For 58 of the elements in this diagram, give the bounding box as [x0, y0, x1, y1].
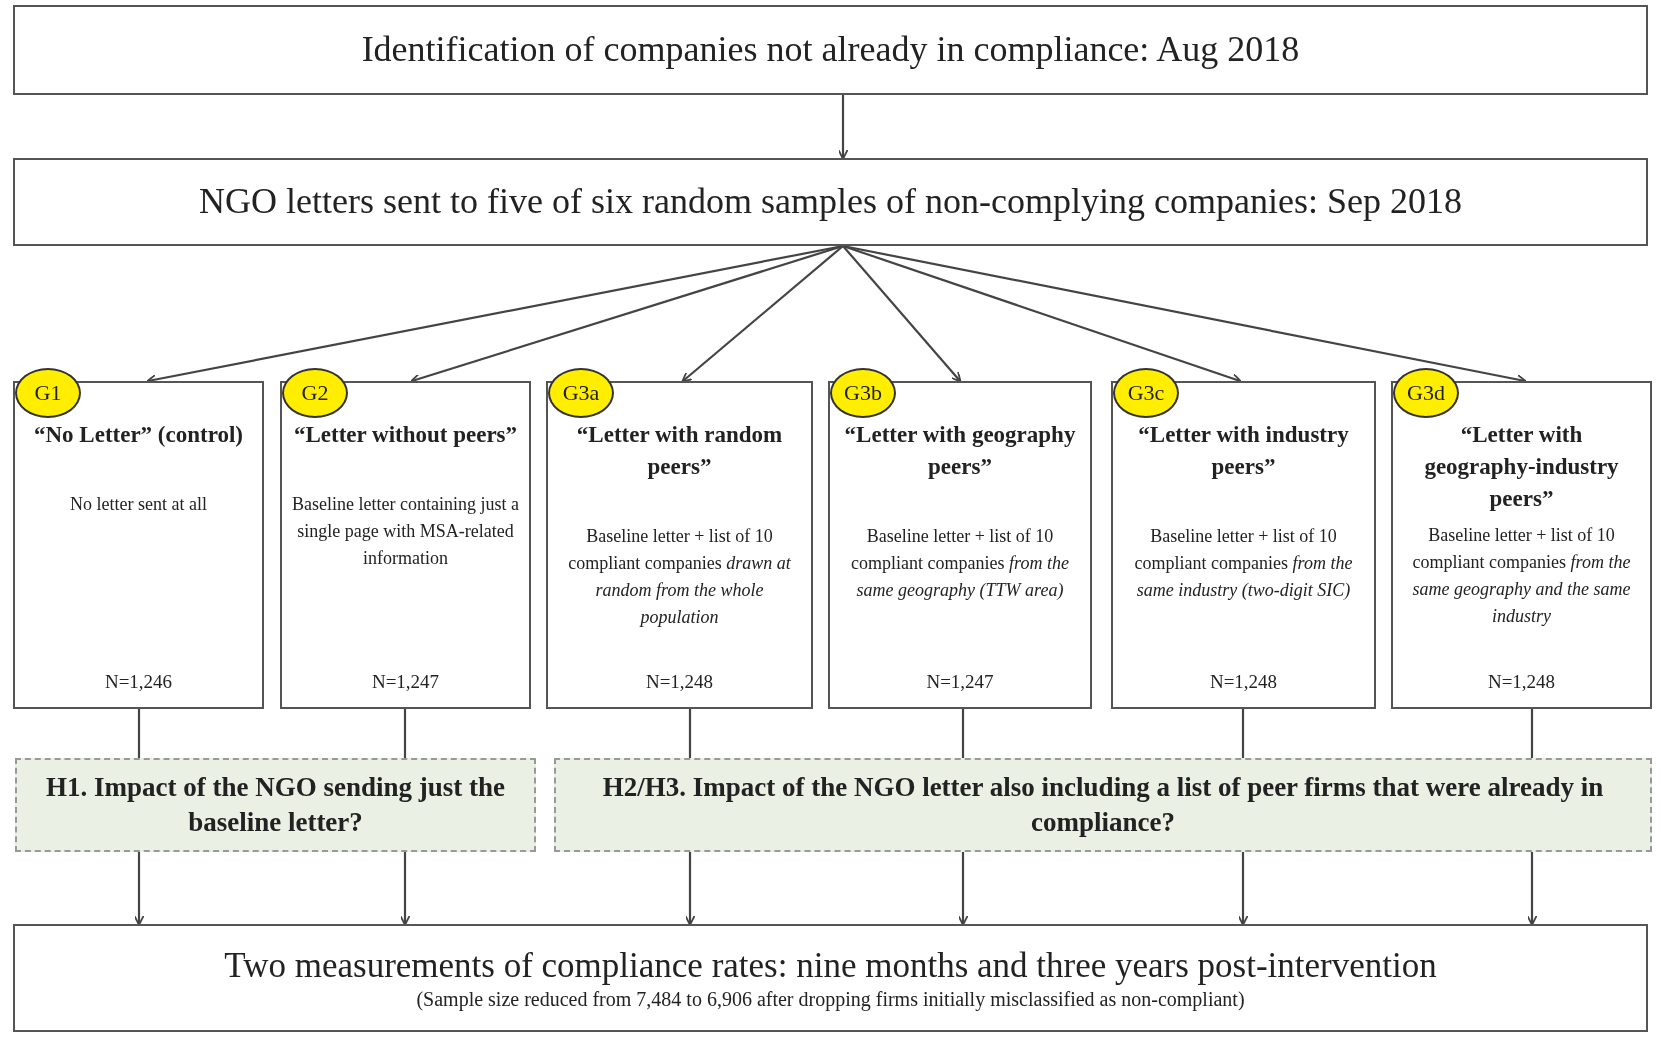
process-box: [13, 5, 1648, 95]
arrow: [957, 852, 969, 926]
arrow: [133, 852, 145, 926]
box-title: NGO letters sent to five of six random samples of non-complying companies: Sep 2018: [199, 180, 1462, 224]
outcome-note: (Sample size reduced from 7,484 to 6,906 after dropping firms initially misclassified as non-compliant): [416, 987, 1245, 1011]
arrow: [410, 244, 844, 384]
arrow: [1526, 852, 1538, 926]
treatment-box: [1111, 381, 1376, 709]
sample-size: N=1,248: [1209, 671, 1278, 693]
group-badge: G3d: [1393, 368, 1459, 418]
arrow: [1237, 852, 1249, 926]
group-title: “Letter with random peers”: [575, 421, 784, 482]
connector-line: [137, 709, 141, 758]
process-box: [13, 158, 1648, 246]
group-title: “Letter with geography peers”: [843, 421, 1077, 482]
connector-line: [961, 709, 965, 758]
arrow: [399, 852, 411, 926]
group-description: No letter sent at all: [70, 493, 207, 517]
connector-line: [1530, 709, 1534, 758]
group-description: Baseline letter + list of 10 compliant companies drawn at random from the whole population: [567, 525, 792, 630]
sample-size: N=1,247: [926, 671, 994, 693]
hypothesis-text: H2/H3. Impact of the NGO letter also including a list of peer firms that were already in compliance?: [601, 770, 1605, 839]
treatment-box: [1391, 381, 1652, 709]
group-title: “Letter without peers”: [293, 421, 518, 449]
group-description: Baseline letter + list of 10 compliant companies from the same geography and the same industry: [1411, 523, 1632, 628]
group-description: Baseline letter + list of 10 compliant companies from the same industry (two-digit SIC): [1133, 525, 1354, 603]
treatment-box: [280, 381, 531, 709]
arrow: [837, 95, 849, 160]
hypothesis-band: [554, 758, 1652, 852]
box-title: Identification of companies not already in compliance: Aug 2018: [361, 28, 1300, 72]
group-badge: G2: [282, 368, 348, 418]
outcome-box: [13, 924, 1648, 1032]
group-badge: G3c: [1113, 368, 1179, 418]
treatment-box: [828, 381, 1092, 709]
connector-line: [1241, 709, 1245, 758]
outcome-title: Two measurements of compliance rates: nine months and three years post-intervention: [224, 945, 1437, 987]
group-title: “Letter with industry peers”: [1137, 421, 1350, 482]
arrow: [842, 244, 1242, 384]
connector-line: [688, 709, 692, 758]
sample-size: N=1,248: [645, 671, 714, 693]
sample-size: N=1,247: [371, 671, 440, 693]
group-badge: G3b: [830, 368, 896, 418]
group-title: “Letter with geography-industry peers”: [1423, 421, 1620, 514]
treatment-box: [13, 381, 264, 709]
arrow: [681, 245, 844, 383]
group-description: Baseline letter containing just a single page with MSA-related information: [292, 493, 519, 571]
arrow: [842, 245, 962, 383]
connector-line: [403, 709, 407, 758]
group-badge: G3a: [548, 368, 614, 418]
hypothesis-text: H1. Impact of the NGO sending just the baseline letter?: [45, 770, 506, 839]
hypothesis-band: [15, 758, 536, 852]
sample-size: N=1,246: [104, 671, 173, 693]
group-description: Baseline letter + list of 10 compliant companies from the same geography (TTW area): [850, 525, 1070, 603]
group-title: “No Letter” (control): [33, 421, 244, 449]
group-badge: G1: [15, 368, 81, 418]
treatment-box: [546, 381, 813, 709]
sample-size: N=1,248: [1487, 671, 1556, 693]
arrow: [684, 852, 696, 926]
